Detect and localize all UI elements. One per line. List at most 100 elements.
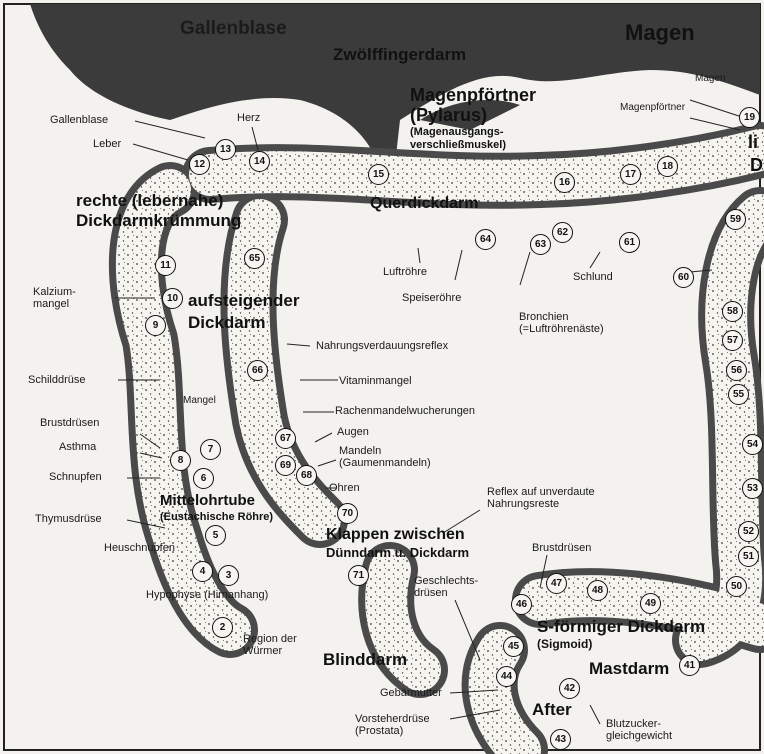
marker-41: 41 <box>679 655 700 676</box>
label-herz: Herz <box>237 113 260 125</box>
label-region-der-wuermer: Region der Würmer <box>243 634 297 657</box>
marker-59: 59 <box>725 209 746 230</box>
label-vorsteher-line1: Vorsteherdrüse <box>355 714 430 726</box>
label-region-line2: Würmer <box>243 646 297 658</box>
marker-57: 57 <box>722 330 743 351</box>
title-eustachische: (Eustachische Röhre) <box>160 512 273 523</box>
marker-13: 13 <box>215 139 236 160</box>
marker-44: 44 <box>496 666 517 687</box>
label-reflex: Reflex auf unverdaute Nahrungsreste <box>487 487 595 510</box>
title-aufsteigender: aufsteigender <box>188 292 299 309</box>
label-blutzucker-line2: gleichgewicht <box>606 731 672 743</box>
label-hypophyse: Hypophyse (Hirnanhang) <box>146 590 268 602</box>
title-magenausgangs: (Magenausgangs- <box>410 127 504 138</box>
marker-47: 47 <box>546 573 567 594</box>
title-sigmoid: (Sigmoid) <box>537 638 592 650</box>
label-vorsteher-line2: (Prostata) <box>355 726 430 738</box>
marker-52: 52 <box>738 521 759 542</box>
label-geschlecht-line2: drüsen <box>414 588 478 600</box>
marker-61: 61 <box>619 232 640 253</box>
label-gallenblase: Gallenblase <box>50 115 108 127</box>
title-klappen: Klappen zwischen <box>326 527 465 543</box>
marker-63: 63 <box>530 234 551 255</box>
marker-66: 66 <box>247 360 268 381</box>
marker-7: 7 <box>200 439 221 460</box>
marker-69: 69 <box>275 455 296 476</box>
marker-43: 43 <box>550 729 571 750</box>
label-mandeln-line2: (Gaumenmandeln) <box>339 458 431 470</box>
label-reflex-line1: Reflex auf unverdaute <box>487 487 595 499</box>
title-s-foermiger: S-förmiger Dickdarm <box>537 618 705 635</box>
marker-10: 10 <box>162 288 183 309</box>
marker-4: 4 <box>192 561 213 582</box>
label-gebaermutter: Gebärmutter <box>380 688 442 700</box>
marker-2: 2 <box>212 617 233 638</box>
label-kalzium-line1: Kalzium- <box>33 287 76 299</box>
title-dickdarm: Dickdarm <box>188 314 265 331</box>
marker-12: 12 <box>189 154 210 175</box>
label-reflex-line2: Nahrungsreste <box>487 499 595 511</box>
label-schnupfen: Schnupfen <box>49 472 102 484</box>
label-schilddruese: Schilddrüse <box>28 375 85 387</box>
label-brustdruesen-left: Brustdrüsen <box>40 418 99 430</box>
marker-19: 19 <box>739 107 760 128</box>
title-blinddarm: Blinddarm <box>323 651 407 668</box>
title-rechte: rechte (lebernahe) <box>76 192 223 209</box>
title-pylarus: (Pylarus) <box>410 106 487 124</box>
title-li: li <box>748 133 758 151</box>
label-mandeln-line1: Mandeln <box>339 446 431 458</box>
marker-8: 8 <box>170 450 191 471</box>
marker-9: 9 <box>145 315 166 336</box>
marker-16: 16 <box>554 172 575 193</box>
marker-67: 67 <box>275 428 296 449</box>
label-ohren: Ohren <box>329 483 360 495</box>
marker-53: 53 <box>742 478 763 499</box>
marker-18: 18 <box>657 156 678 177</box>
title-zwoelffingerdarm: Zwölffingerdarm <box>333 46 466 63</box>
marker-62: 62 <box>552 222 573 243</box>
title-magenpfoertner: Magenpförtner <box>410 86 536 104</box>
marker-50: 50 <box>726 576 747 597</box>
marker-56: 56 <box>726 360 747 381</box>
marker-68: 68 <box>296 465 317 486</box>
marker-14: 14 <box>249 151 270 172</box>
label-leber: Leber <box>93 139 121 151</box>
marker-48: 48 <box>587 580 608 601</box>
marker-51: 51 <box>738 546 759 567</box>
marker-70: 70 <box>337 503 358 524</box>
title-d: D <box>750 156 763 174</box>
marker-15: 15 <box>368 164 389 185</box>
label-asthma: Asthma <box>59 442 96 454</box>
label-thymusdruese: Thymusdrüse <box>35 514 102 526</box>
label-bronchien: Bronchien (=Luftröhrenäste) <box>519 312 604 335</box>
marker-42: 42 <box>559 678 580 699</box>
label-augen: Augen <box>337 427 369 439</box>
title-magen: Magen <box>625 22 695 44</box>
label-vorsteherdruese: Vorsteherdrüse (Prostata) <box>355 714 430 737</box>
label-region-line1: Region der <box>243 634 297 646</box>
label-brustdruesen-right: Brustdrüsen <box>532 543 591 555</box>
title-querdickdarm: Querdickdarm <box>370 196 478 212</box>
marker-49: 49 <box>640 593 661 614</box>
label-bronchien-line1: Bronchien <box>519 312 604 324</box>
title-after: After <box>532 701 572 718</box>
label-vitaminmangel: Vitaminmangel <box>339 376 412 388</box>
label-nahrungsverdauungsreflex: Nahrungsverdauungsreflex <box>316 341 448 353</box>
title-mastdarm: Mastdarm <box>589 660 669 677</box>
label-mangel: Mangel <box>183 396 216 407</box>
marker-46: 46 <box>511 594 532 615</box>
label-magen: Magen <box>695 74 726 85</box>
label-speiseroehre: Speiseröhre <box>402 293 461 305</box>
title-mittelohrtube: Mittelohrtube <box>160 493 255 508</box>
marker-11: 11 <box>155 255 176 276</box>
marker-55: 55 <box>728 384 749 405</box>
label-bronchien-line2: (=Luftröhrenäste) <box>519 324 604 336</box>
title-gallenblase: Gallenblase <box>180 19 287 38</box>
label-blutzuckergleichgewicht: Blutzucker- gleichgewicht <box>606 719 672 742</box>
marker-58: 58 <box>722 301 743 322</box>
label-mandeln: Mandeln (Gaumenmandeln) <box>339 446 431 469</box>
marker-45: 45 <box>503 636 524 657</box>
label-heuschnupfen: Heuschnupfen <box>104 543 175 555</box>
marker-17: 17 <box>620 164 641 185</box>
marker-5: 5 <box>205 525 226 546</box>
